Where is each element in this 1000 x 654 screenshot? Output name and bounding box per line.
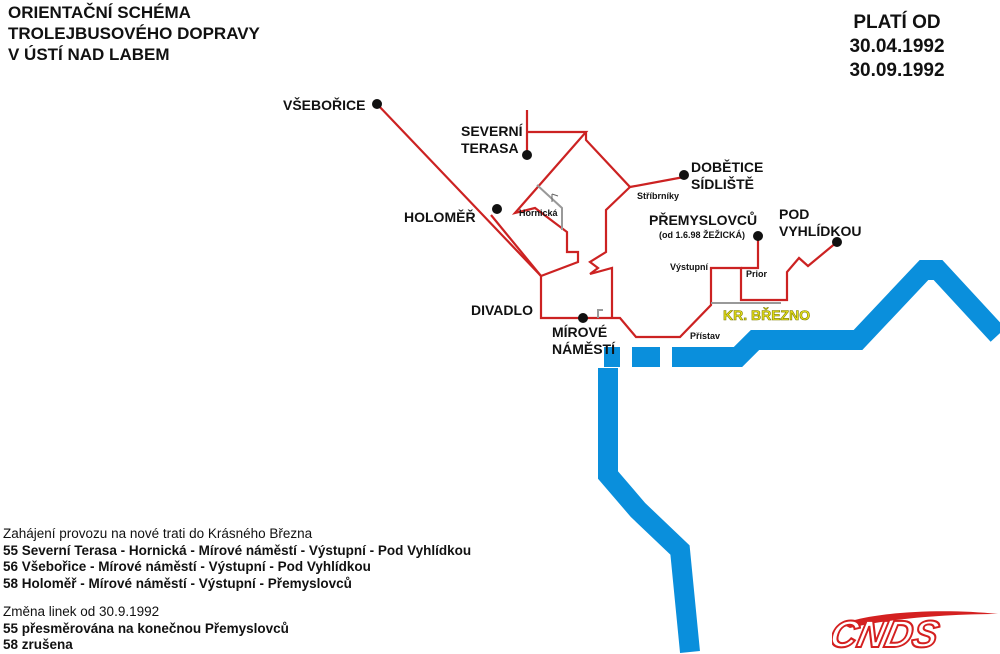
notes-line: 55 Severní Terasa - Hornická - Mírové ná… <box>3 542 472 558</box>
route-stribrniky-link <box>588 186 631 318</box>
notes-line: 55 přesměrována na konečnou Přemyslovců <box>3 620 289 636</box>
stop-holomer-icon <box>492 204 502 214</box>
route-holomer <box>490 214 542 277</box>
label-mirove-1: MÍROVÉ <box>552 324 608 340</box>
label-pod-2: VYHLÍDKOU <box>779 223 862 239</box>
notes-line: 56 Všebořice - Mírové náměstí - Výstupní… <box>3 559 371 574</box>
cnds-logo: CNDS <box>832 611 998 654</box>
label-stribrniky: Stříbrníky <box>637 191 680 201</box>
label-prior: Prior <box>746 269 768 279</box>
label-premyslovcu: PŘEMYSLOVCŮ <box>649 212 758 228</box>
logo-text: CNDS <box>832 613 943 654</box>
stop-dobetice-icon <box>679 170 689 180</box>
label-hornicka: Hornická <box>519 208 558 218</box>
stop-pod-vyhlidkou-icon <box>832 237 842 247</box>
route-stribrniky <box>584 132 685 189</box>
label-premyslovcu-note: (od 1.6.98 ŽEŽICKÁ) <box>659 230 746 240</box>
notes-heading-1: Zahájení provozu na nové trati do Krásné… <box>3 526 313 541</box>
arrow-icon <box>551 193 559 202</box>
notes-spacer <box>3 592 471 604</box>
label-severni-2: TERASA <box>461 140 519 156</box>
new-section-mirove <box>597 309 603 318</box>
stop-vseborice-icon <box>372 99 382 109</box>
route-network <box>376 103 838 339</box>
label-dobetice-1: DOBĚTICE <box>691 159 764 175</box>
label-pod-1: POD <box>779 206 810 222</box>
route-premyslovcu <box>741 235 760 270</box>
notes: Zahájení provozu na nové trati do Krásné… <box>3 526 471 654</box>
new-sections <box>536 184 781 318</box>
river-main <box>672 260 1000 367</box>
map-title: ORIENTAČNÍ SCHÉMA TROLEJBUSOVÉHO DOPRAVY… <box>8 2 260 65</box>
stop-severni-terasa-icon <box>522 150 532 160</box>
validity-date-1: 30.04.1992 <box>849 36 945 57</box>
title-line-3: V ÚSTÍ NAD LABEM <box>8 45 170 64</box>
notes-line: 58 zrušena <box>3 637 73 652</box>
notes-heading-2: Změna linek od 30.9.1992 <box>3 604 160 619</box>
validity-block: PLATÍ OD 30.04.1992 30.09.1992 <box>832 11 962 83</box>
new-section-hornicka <box>536 184 563 230</box>
stop-mirove-namesti-icon <box>578 313 588 323</box>
route-vseborice <box>376 103 583 320</box>
label-pristav: Přístav <box>690 331 721 341</box>
label-holomer: HOLOMĚŘ <box>404 209 476 225</box>
river <box>598 260 1000 653</box>
label-vseborice: VŠEBOŘICE <box>283 97 366 113</box>
notes-line: 58 Holoměř - Mírové náměstí - Výstupní -… <box>3 575 352 591</box>
label-mirove-2: NÁMĚSTÍ <box>552 341 615 357</box>
logo-swoosh <box>842 611 998 628</box>
validity-date-2: 30.09.1992 <box>849 60 945 81</box>
validity-label: PLATÍ OD <box>853 12 941 33</box>
label-kr-brezno: KR. BŘEZNO <box>723 307 811 324</box>
stops <box>372 99 842 323</box>
label-severni-1: SEVERNÍ <box>461 123 523 139</box>
route-severni-loop <box>511 110 589 278</box>
label-dobetice-2: SÍDLIŠTĚ <box>691 176 755 192</box>
title-line-2: TROLEJBUSOVÉHO DOPRAVY <box>8 24 260 43</box>
label-vystupni: Výstupní <box>670 262 709 272</box>
title-line-1: ORIENTAČNÍ SCHÉMA <box>8 3 191 22</box>
river-south-branch <box>598 368 700 653</box>
label-divadlo: DIVADLO <box>471 302 533 318</box>
stop-premyslovcu-icon <box>753 231 763 241</box>
